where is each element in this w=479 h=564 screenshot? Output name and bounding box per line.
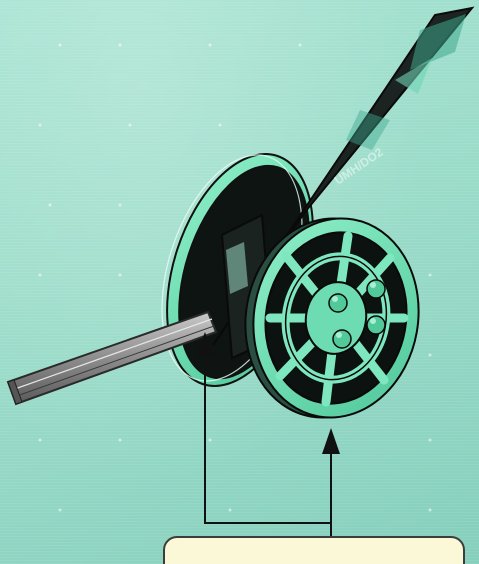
arrow-head-wheel	[322, 428, 340, 454]
callout-box	[163, 536, 465, 564]
